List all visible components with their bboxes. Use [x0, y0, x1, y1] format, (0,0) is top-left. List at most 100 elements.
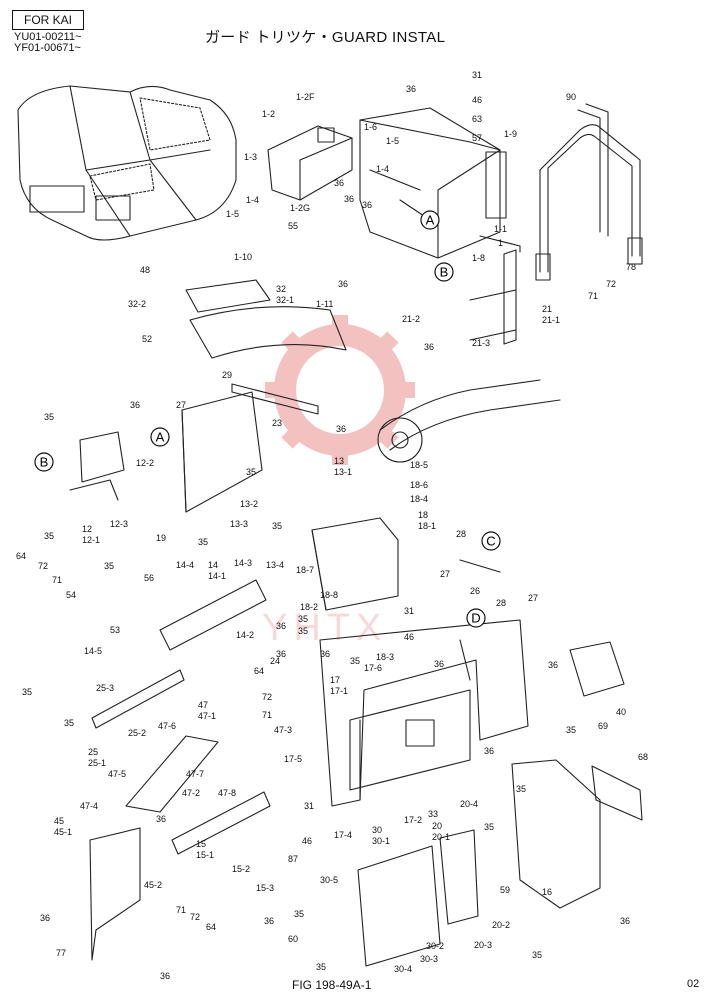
part-number-label: 35 — [566, 725, 576, 735]
part-number-label: 35 — [298, 614, 308, 624]
part-number-label: 15 — [196, 839, 206, 849]
panel-19-drawing — [181, 391, 263, 513]
part-number-label: 17-1 — [330, 686, 348, 696]
part-number-label: 48 — [140, 265, 150, 275]
bracket-18-drawing — [311, 517, 399, 611]
part-number-label: 77 — [56, 948, 66, 958]
part-number-label: 40 — [616, 707, 626, 717]
part-number-label: 35 — [316, 962, 326, 972]
part-number-label: 35 — [104, 561, 114, 571]
plate-25-drawing — [91, 669, 185, 729]
cover-30-drawing — [357, 845, 441, 967]
part-number-label: 14-3 — [234, 558, 252, 568]
part-number-label: 36 — [334, 178, 344, 188]
part-number-label: 18-8 — [320, 590, 338, 600]
part-number-label: 46 — [404, 632, 414, 642]
callout-letter: B — [440, 265, 449, 280]
part-number-label: 35 — [22, 687, 32, 697]
part-number-label: 13 — [334, 456, 344, 466]
part-number-label: 47-7 — [186, 769, 204, 779]
plate-32-drawing — [185, 279, 271, 313]
part-number-label: 36 — [264, 916, 274, 926]
part-number-label: 20-3 — [474, 940, 492, 950]
part-number-label: 1-1 — [494, 224, 507, 234]
part-number-label: 59 — [500, 885, 510, 895]
part-number-label: 15-3 — [256, 883, 274, 893]
part-number-label: 47-4 — [80, 801, 98, 811]
part-number-label: 45-2 — [144, 880, 162, 890]
part-number-label: 30-2 — [426, 941, 444, 951]
part-number-label: 47 — [198, 700, 208, 710]
part-number-label: 64 — [254, 666, 264, 676]
frame-1-drawing — [359, 107, 521, 259]
part-number-label: 30-3 — [420, 954, 438, 964]
part-number-label: 29 — [222, 370, 232, 380]
part-number-label: 21-1 — [542, 315, 560, 325]
page-title: ガード トリツケ・GUARD INSTAL — [205, 29, 446, 46]
page-code: 02 — [687, 978, 700, 990]
bracket-15-drawing — [171, 791, 271, 855]
callout-a: A — [420, 210, 440, 230]
part-number-label: 47-1 — [198, 711, 216, 721]
part-number-label: 35 — [246, 467, 256, 477]
bracket-12-drawing — [69, 431, 125, 501]
part-number-label: 13-3 — [230, 519, 248, 529]
boom-arm-drawing — [377, 379, 561, 463]
serial-range-2: YF01-00671~ — [14, 42, 81, 54]
part-number-label: 36 — [320, 649, 330, 659]
part-number-label: 28 — [456, 529, 466, 539]
part-number-label: 21-2 — [402, 314, 420, 324]
part-number-label: 21 — [542, 304, 552, 314]
callout-c: C — [481, 531, 501, 551]
part-number-label: 32-1 — [276, 295, 294, 305]
part-number-label: 72 — [262, 692, 272, 702]
part-number-label: 18-7 — [296, 565, 314, 575]
part-number-label: 72 — [606, 279, 616, 289]
part-number-label: 36 — [156, 814, 166, 824]
part-number-label: 35 — [484, 822, 494, 832]
watermark-text: YHTX — [262, 607, 387, 649]
part-number-label: 36 — [130, 400, 140, 410]
part-number-label: 36 — [276, 621, 286, 631]
part-number-label: 71 — [262, 710, 272, 720]
serial-range-1: YU01-00211~ — [14, 31, 82, 43]
part-number-label: 20-4 — [460, 799, 478, 809]
cab-overview-drawing — [17, 85, 237, 241]
part-number-label: 31 — [304, 801, 314, 811]
part-number-label: 35 — [294, 909, 304, 919]
part-number-label: 1-2F — [296, 92, 315, 102]
plate-14-drawing — [159, 579, 267, 651]
rod-26-drawing — [459, 559, 501, 573]
bracket-45-drawing — [89, 827, 141, 961]
part-number-label: 45-1 — [54, 827, 72, 837]
part-number-label: 36 — [276, 649, 286, 659]
part-number-label: 25-3 — [96, 683, 114, 693]
part-number-label: 20-1 — [432, 832, 450, 842]
part-number-label: 30-1 — [372, 836, 390, 846]
part-number-label: 35 — [272, 521, 282, 531]
part-number-label: 46 — [302, 836, 312, 846]
part-number-label: 15-2 — [232, 864, 250, 874]
part-number-label: 53 — [110, 625, 120, 635]
part-number-label: 25-1 — [88, 758, 106, 768]
part-number-label: 72 — [38, 561, 48, 571]
part-number-label: 35 — [44, 531, 54, 541]
part-number-label: 13-2 — [240, 499, 258, 509]
part-number-label: 18-3 — [376, 652, 394, 662]
part-number-label: 1-5 — [386, 136, 399, 146]
part-number-label: 18-4 — [410, 494, 428, 504]
part-number-label: 12 — [82, 524, 92, 534]
callout-letter: A — [426, 213, 435, 228]
part-number-label: 13-4 — [266, 560, 284, 570]
part-number-label: 17-6 — [364, 663, 382, 673]
part-number-label: 12-2 — [136, 458, 154, 468]
box-40-drawing — [569, 641, 625, 697]
part-number-label: 68 — [638, 752, 648, 762]
part-number-label: 56 — [144, 573, 154, 583]
part-number-label: 13-1 — [334, 467, 352, 477]
part-number-label: 20 — [432, 821, 442, 831]
part-number-label: 1-4 — [246, 195, 259, 205]
part-number-label: 71 — [176, 905, 186, 915]
